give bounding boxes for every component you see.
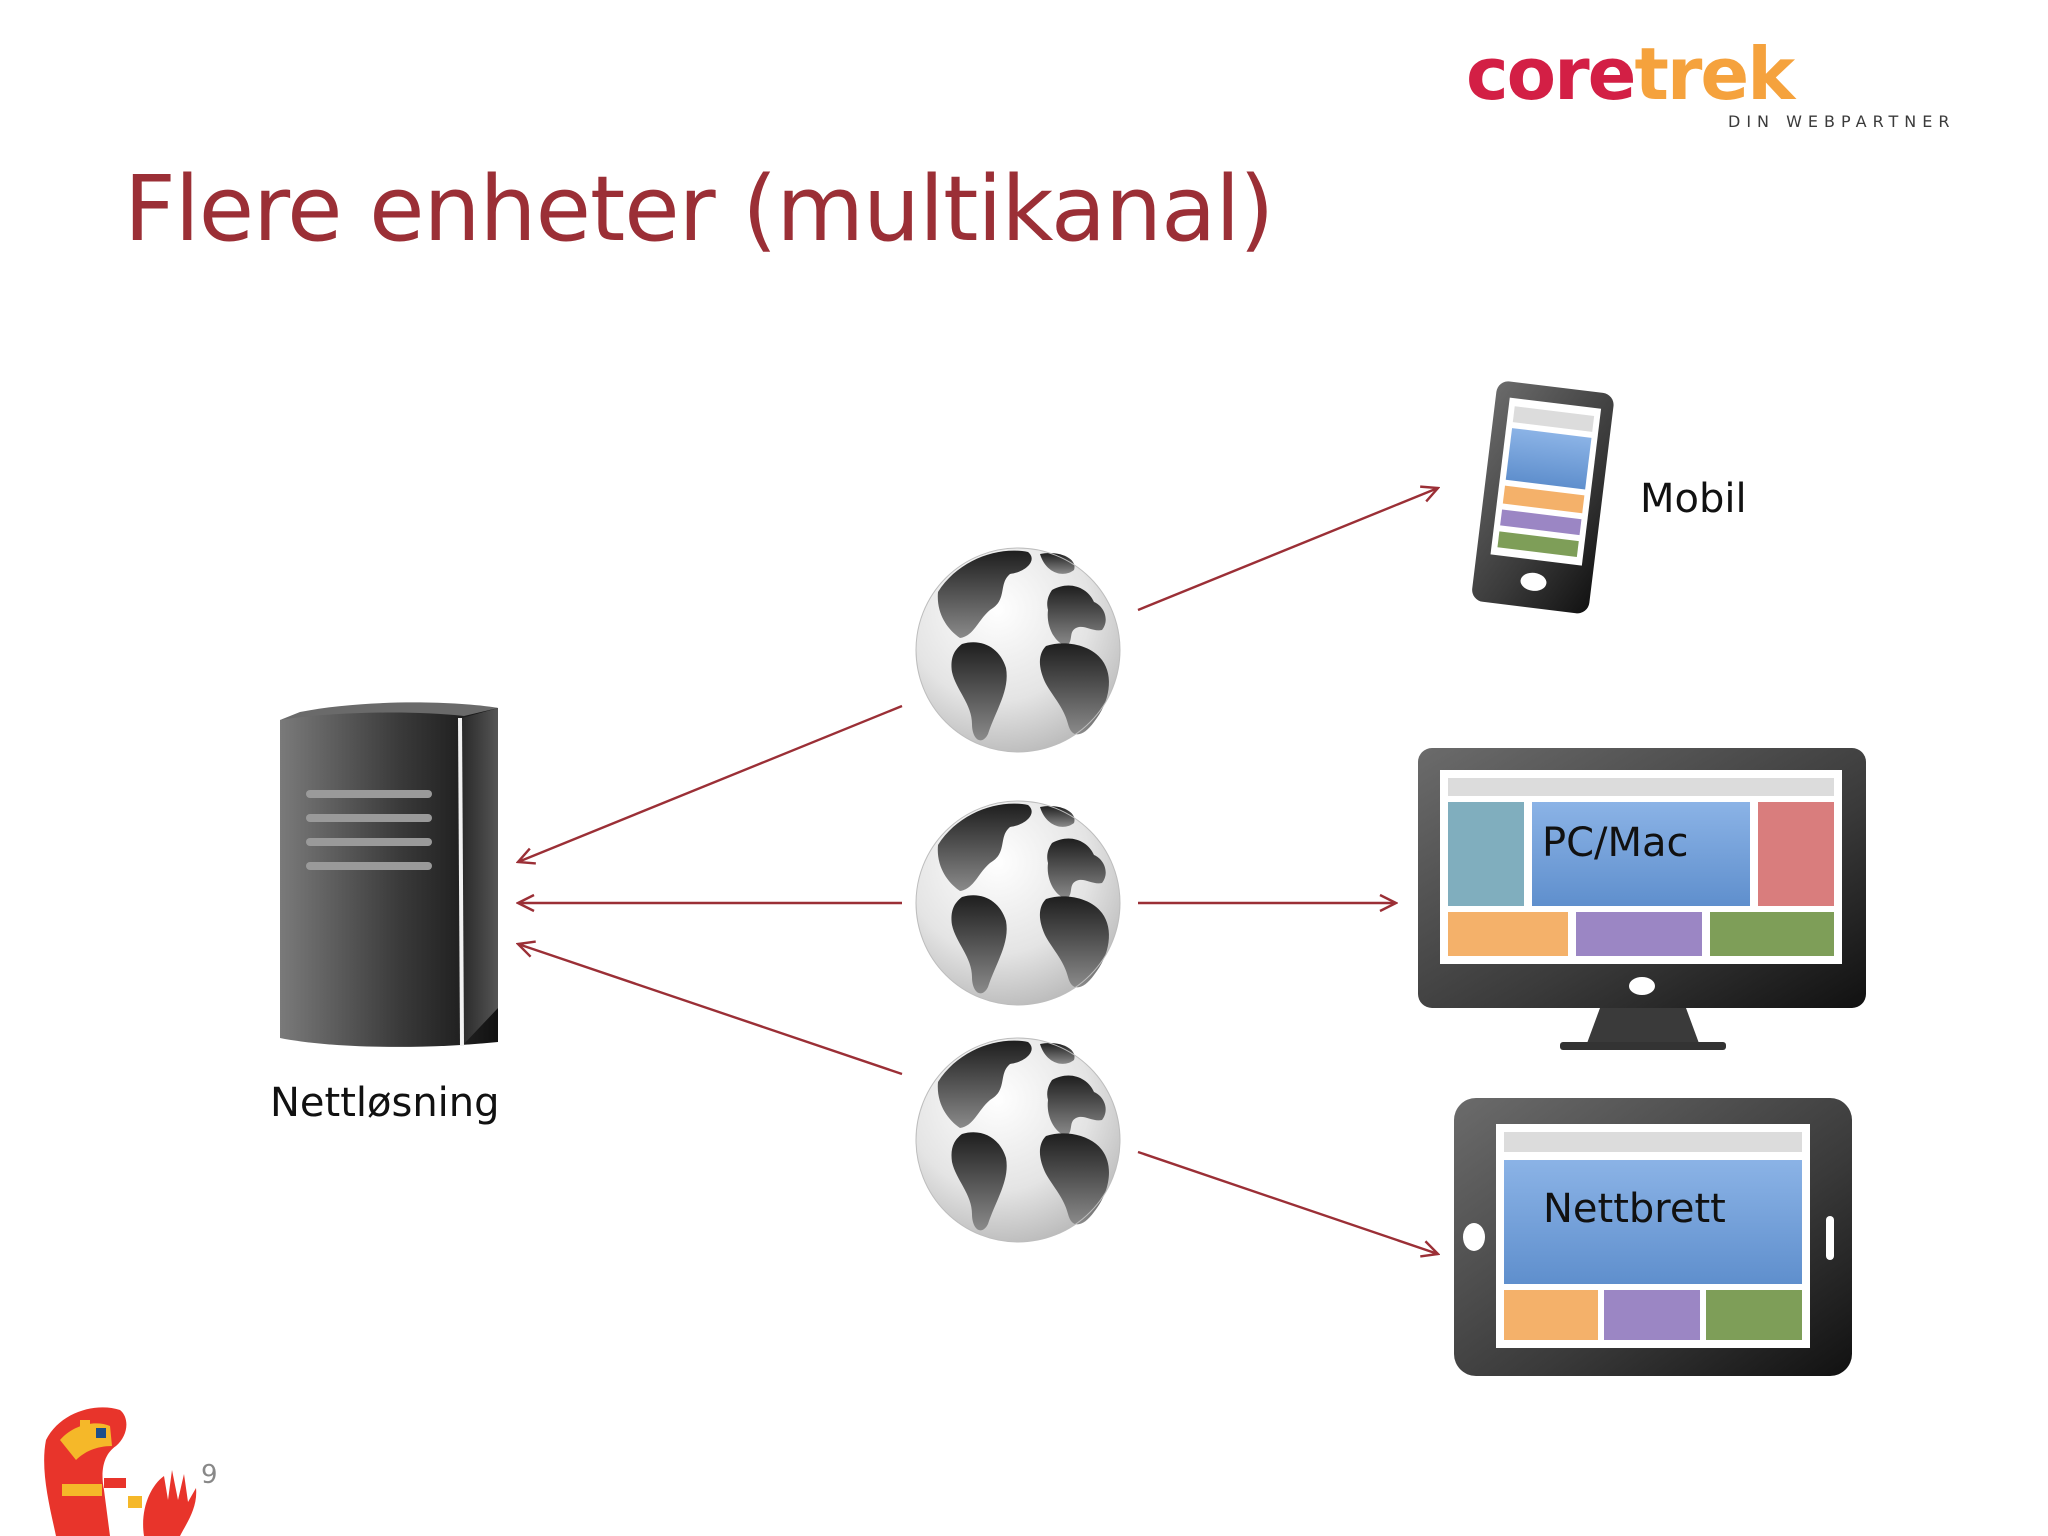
tablet-icon xyxy=(1454,1098,1852,1376)
server-icon xyxy=(280,702,498,1047)
desktop-monitor-icon xyxy=(1418,748,1866,1050)
globe-icon xyxy=(915,800,1121,1006)
slide-title: Flere enheter (multikanal) xyxy=(124,157,1274,262)
mobile-phone-icon xyxy=(1472,381,1614,614)
server-label: Nettløsning xyxy=(270,1080,500,1126)
desktop-label: PC/Mac xyxy=(1542,820,1689,866)
arrow-globe3-to-tablet xyxy=(1137,1150,1438,1254)
mascot-logo xyxy=(44,1407,197,1536)
tablet-label: Nettbrett xyxy=(1543,1186,1726,1232)
connection-arrows xyxy=(518,488,1438,1254)
logo-part-core: core xyxy=(1466,32,1636,116)
logo-tagline: DIN WEBPARTNER xyxy=(1728,112,1956,131)
arrow-globe3-to-server xyxy=(518,944,903,1076)
page-number: 9 xyxy=(201,1460,218,1490)
arrow-globe1-to-server xyxy=(518,704,903,862)
globe-icon xyxy=(915,1037,1121,1243)
mobile-label: Mobil xyxy=(1640,476,1747,522)
logo-part-trek: trek xyxy=(1634,32,1795,116)
arrow-globe1-to-mobile xyxy=(1137,488,1438,612)
coretrek-logo: coretrek xyxy=(1466,38,1795,110)
globe-icon xyxy=(915,547,1121,753)
